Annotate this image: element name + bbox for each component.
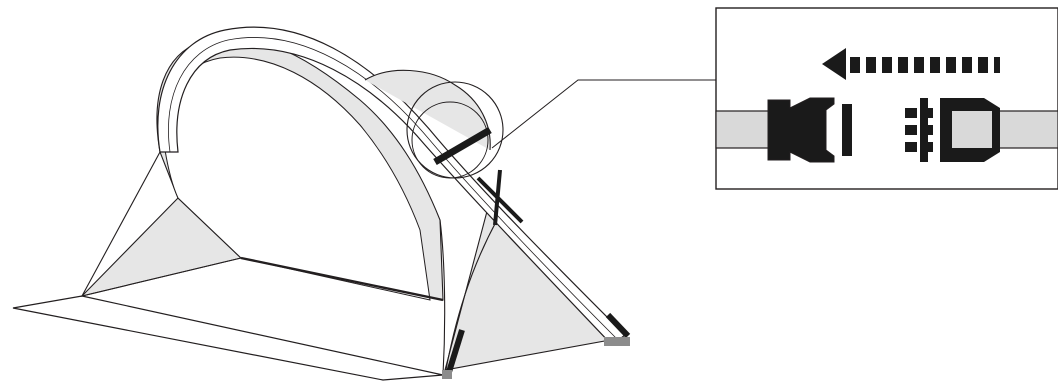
arch-buckle-strap: [433, 126, 492, 166]
ground-sheet: [12, 295, 444, 381]
hood-circle-inner: [411, 101, 489, 179]
support-pole: [444, 219, 498, 376]
front-ground-peg: [442, 370, 452, 379]
detail-inset: [715, 7, 1058, 190]
buckle-male-icon: [905, 98, 1000, 162]
detail-leader-line: [491, 79, 716, 149]
detail-inset-frame: [715, 7, 1058, 190]
floor-seam: [240, 256, 444, 302]
right-leg-strap: [605, 312, 631, 339]
right-wing-panel: [444, 198, 612, 371]
buckle-female-slot: [842, 104, 852, 156]
arch-sleeve-centerline: [168, 37, 619, 341]
front-leg-strap: [446, 329, 465, 373]
direction-arrow-icon: [822, 48, 1000, 80]
cross-strap-b: [493, 169, 502, 226]
inset-webbing-right: [991, 110, 1058, 149]
cross-strap-a: [476, 176, 524, 224]
front-panel-edge: [439, 219, 446, 376]
right-ground-peg: [604, 337, 630, 346]
buckle-female-icon: [767, 97, 835, 163]
left-guy-line: [81, 151, 161, 297]
